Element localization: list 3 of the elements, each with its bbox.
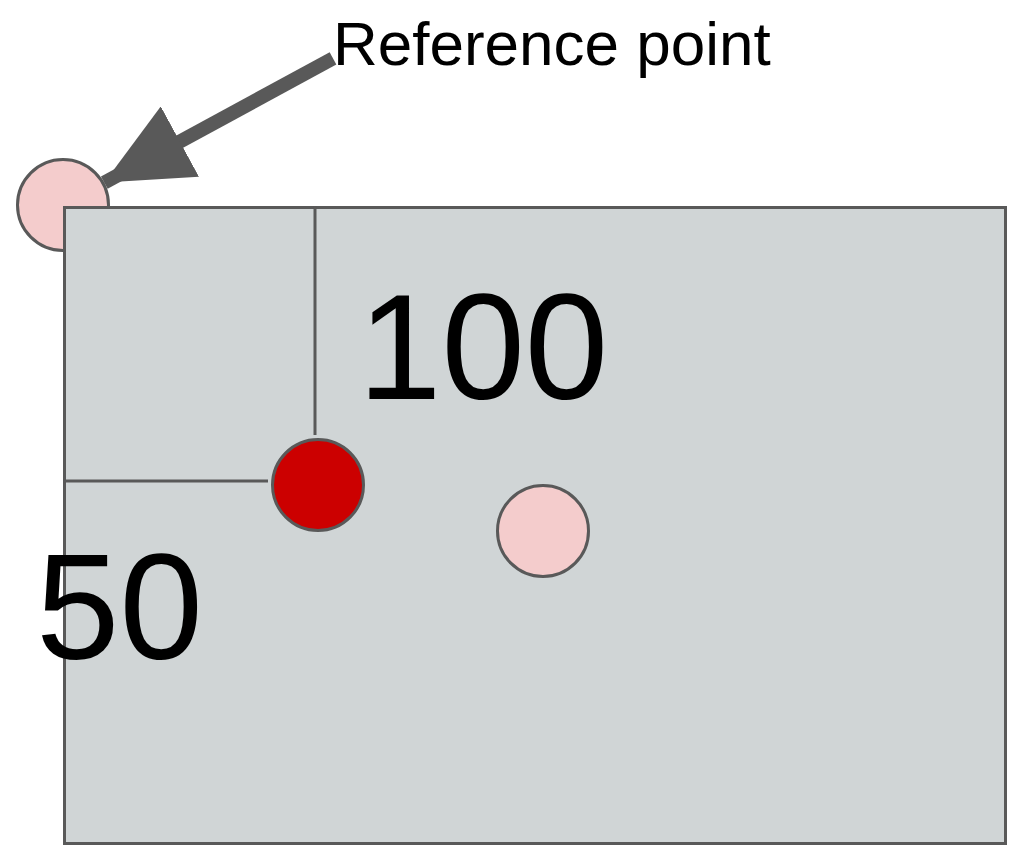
callout-text: Reference point bbox=[333, 8, 903, 80]
arrow bbox=[100, 52, 337, 189]
dimension-label: 100 bbox=[358, 272, 609, 422]
